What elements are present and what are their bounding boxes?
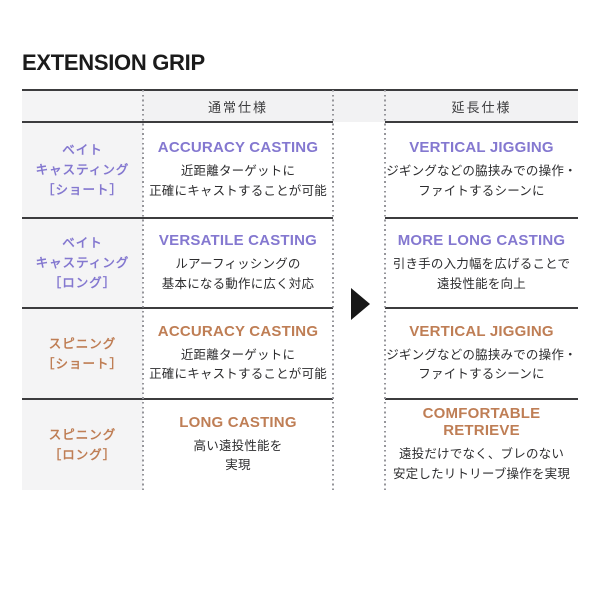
dotted-column-divider [332, 90, 334, 490]
row-divider [22, 398, 333, 400]
spec-title: VERTICAL JIGGING [409, 139, 554, 157]
normal-spec-cell: VERSATILE CASTING ルアーフィッシングの 基本になる動作に広く対… [143, 218, 333, 308]
transform-arrow-right-icon [351, 288, 370, 320]
spec-title: VERSATILE CASTING [158, 232, 318, 250]
spec-description: 引き手の入力幅を広げることで 遠投性能を向上 [392, 257, 571, 291]
spec-description: ジギングなどの脇挟みでの操作・ ファイトするシーンに [386, 347, 577, 381]
grip-spec-comparison-table: 通常仕様 延長仕様 ベイト キャスティング ［ショート］ ACCURACY CA… [22, 89, 578, 490]
row-label-spinning-short: スピニング ［ショート］ [41, 336, 123, 371]
extended-spec-cell: VERTICAL JIGGING ジギングなどの脇挟みでの操作・ ファイトするシ… [385, 308, 578, 399]
table-top-border [22, 89, 578, 91]
normal-spec-cell: LONG CASTING 高い遠投性能を 実現 [143, 399, 333, 490]
row-divider [385, 307, 578, 309]
page-title: EXTENSION GRIP [22, 50, 205, 75]
spec-description: 近距離ターゲットに 正確にキャストすることが可能 [149, 164, 327, 198]
spec-description: ルアーフィッシングの 基本になる動作に広く対応 [161, 257, 315, 291]
row-divider [22, 217, 333, 219]
spec-description: 高い遠投性能を 実現 [193, 438, 283, 472]
row-divider [385, 121, 578, 123]
dotted-column-divider [142, 90, 144, 490]
column-header-normal-spec: 通常仕様 [207, 99, 268, 115]
row-label-bait-short: ベイト キャスティング ［ショート］ [35, 143, 130, 197]
spec-description: 近距離ターゲットに 正確にキャストすることが可能 [149, 347, 327, 381]
dotted-column-divider [384, 90, 386, 490]
spec-title: MORE LONG CASTING [397, 232, 566, 250]
row-label-bait-long: ベイト キャスティング ［ロング］ [35, 236, 130, 290]
spec-title: ACCURACY CASTING [157, 322, 319, 340]
row-divider [385, 398, 578, 400]
extended-spec-cell: VERTICAL JIGGING ジギングなどの脇挟みでの操作・ ファイトするシ… [385, 122, 578, 218]
spec-title: LONG CASTING [179, 413, 297, 431]
row-divider [385, 217, 578, 219]
normal-spec-cell: ACCURACY CASTING 近距離ターゲットに 正確にキャストすることが可… [143, 308, 333, 399]
spec-title: COMFORTABLE RETRIEVE [422, 405, 541, 440]
row-divider [22, 121, 333, 123]
spec-title: ACCURACY CASTING [157, 139, 319, 157]
row-divider [22, 307, 333, 309]
spec-description: ジギングなどの脇挟みでの操作・ ファイトするシーンに [386, 164, 577, 198]
extended-spec-cell: MORE LONG CASTING 引き手の入力幅を広げることで 遠投性能を向上 [385, 218, 578, 308]
column-header-extended-spec: 延長仕様 [451, 99, 512, 115]
row-label-spinning-long: スピニング ［ロング］ [48, 427, 117, 462]
spec-description: 遠投だけでなく、ブレのない 安定したリトリーブ操作を実現 [392, 447, 571, 481]
spec-title: VERTICAL JIGGING [409, 322, 554, 340]
normal-spec-cell: ACCURACY CASTING 近距離ターゲットに 正確にキャストすることが可… [143, 122, 333, 218]
label-column-background [22, 90, 143, 490]
extended-spec-cell: COMFORTABLE RETRIEVE 遠投だけでなく、ブレのない 安定したリ… [385, 399, 578, 490]
